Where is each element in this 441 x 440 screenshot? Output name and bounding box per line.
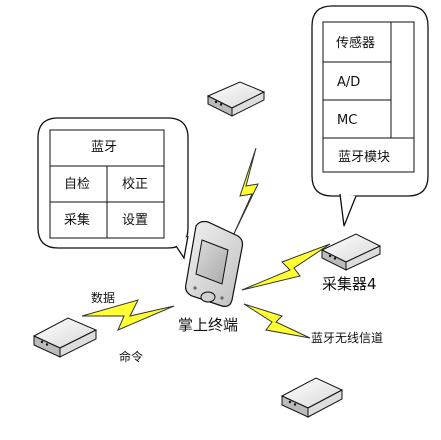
- calibrate-cell: 校正: [122, 177, 149, 192]
- bluetooth-channel-label: 蓝牙无线信道: [311, 331, 384, 345]
- command-label: 命令: [119, 350, 144, 364]
- collector-device-left: [32, 317, 98, 358]
- collect-cell: 采集: [64, 213, 91, 228]
- data-label: 数据: [91, 291, 116, 305]
- ad-item: A/D: [337, 75, 361, 90]
- settings-cell: 设置: [122, 213, 149, 228]
- collector-device-4: [320, 233, 382, 271]
- lightning-bottom-right: [243, 303, 311, 339]
- lightning-top: [231, 147, 259, 239]
- collector-4-label: 采集器4: [322, 275, 377, 293]
- collector-device-bottom: [280, 377, 344, 418]
- self-check-cell: 自检: [64, 177, 91, 192]
- collector-device-top: [206, 81, 266, 117]
- lightning-left: [81, 299, 175, 331]
- handheld-terminal-icon: [185, 220, 244, 307]
- sensor-item: 传感器: [336, 36, 376, 51]
- left-speech-bubble: [37, 117, 189, 260]
- bluetooth-module-item: 蓝牙模块: [338, 150, 391, 165]
- handheld-terminal-label: 掌上终端: [178, 316, 239, 334]
- lightning-right: [241, 243, 331, 291]
- mc-item: MC: [337, 113, 358, 128]
- right-speech-bubble: [311, 5, 429, 227]
- bluetooth-title: 蓝牙: [91, 140, 118, 155]
